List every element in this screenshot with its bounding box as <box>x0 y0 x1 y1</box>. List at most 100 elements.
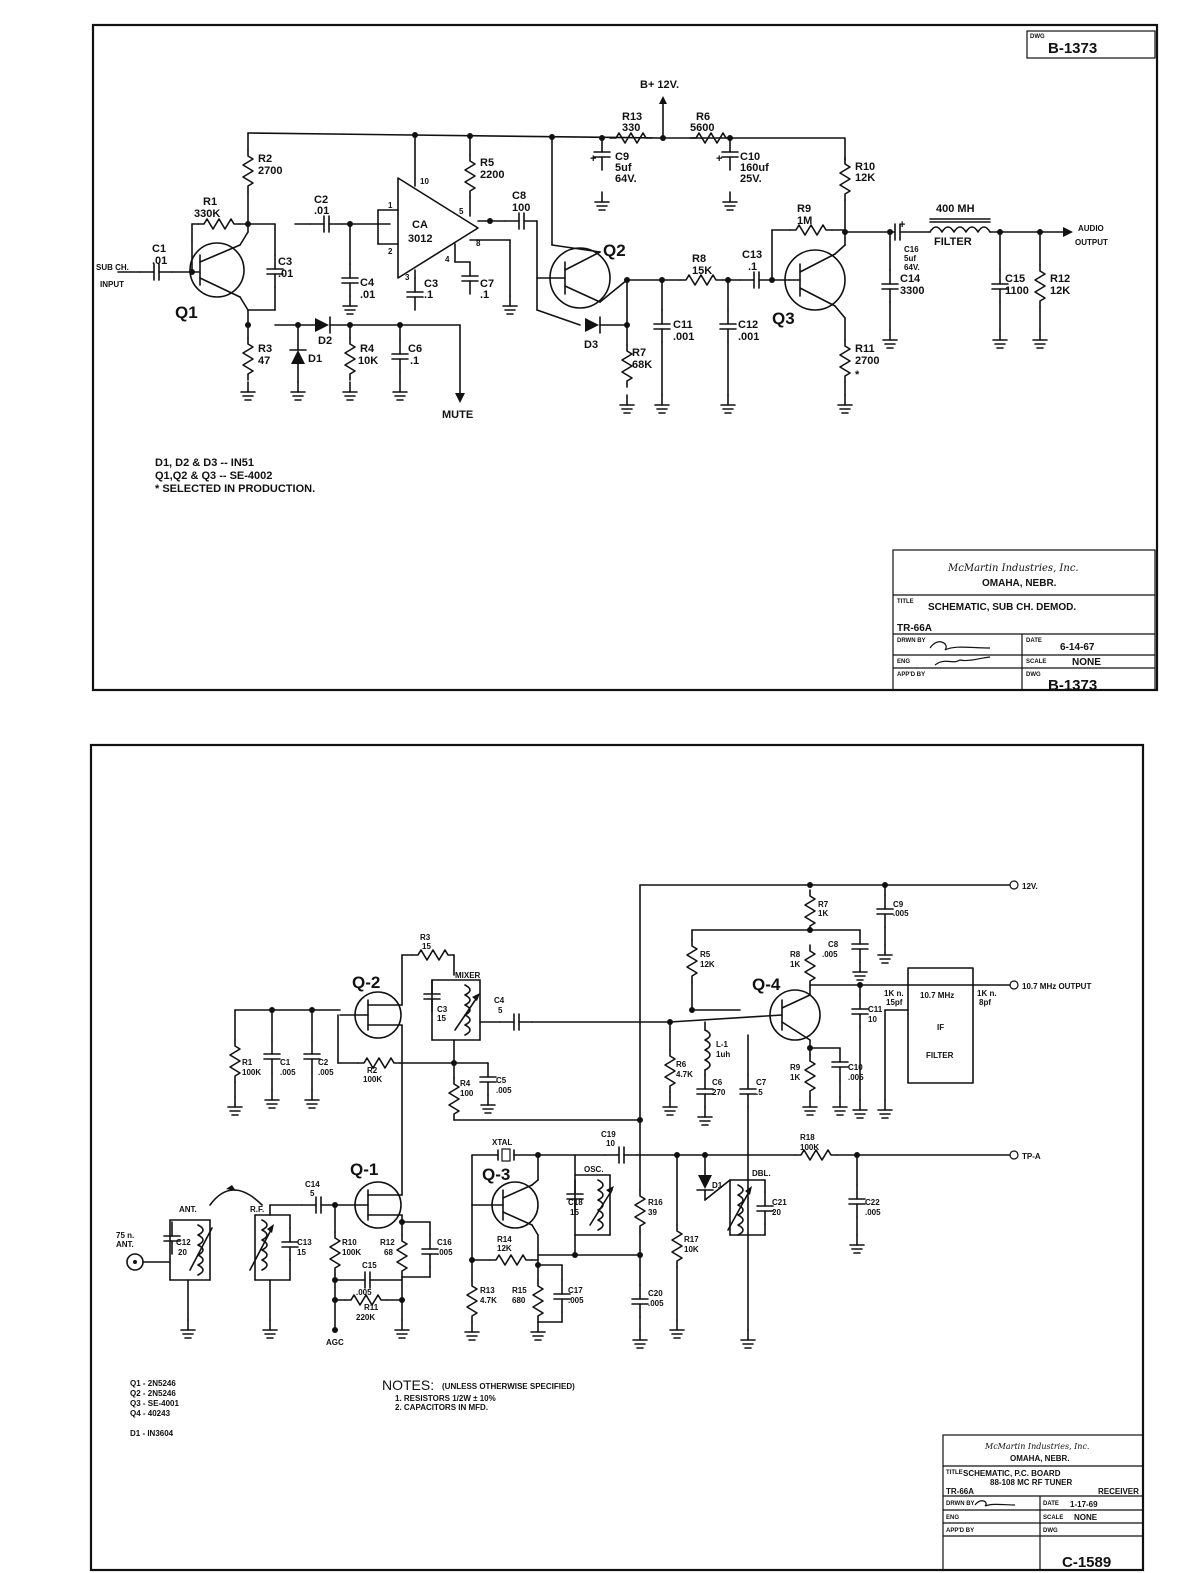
sheet-1-date: 6-14-67 <box>1060 642 1095 653</box>
svg-text:C1: C1 <box>280 1058 291 1067</box>
svg-text:100K: 100K <box>800 1143 819 1152</box>
svg-text:10K: 10K <box>684 1245 699 1254</box>
svg-text:R14: R14 <box>497 1235 512 1244</box>
svg-text:10: 10 <box>606 1139 615 1148</box>
svg-text:1M: 1M <box>797 215 812 227</box>
svg-text:C9: C9 <box>893 900 904 909</box>
svg-text:C5: C5 <box>496 1076 507 1085</box>
svg-text:20: 20 <box>772 1208 781 1217</box>
svg-text:SCALE: SCALE <box>1026 659 1046 665</box>
svg-text:C17: C17 <box>568 1286 583 1295</box>
svg-text:FILTER: FILTER <box>926 1051 954 1060</box>
svg-text:D3: D3 <box>584 339 598 351</box>
svg-text:8: 8 <box>476 239 481 248</box>
svg-text:+: + <box>590 153 596 165</box>
part-d1: D1 - IN3604 <box>130 1429 174 1438</box>
svg-text:.005: .005 <box>318 1068 334 1077</box>
svg-text:2200: 2200 <box>480 169 504 181</box>
svg-text:ENG: ENG <box>946 1515 959 1521</box>
svg-text:.1: .1 <box>424 289 433 301</box>
sub-ch-input-label: SUB CH. <box>96 263 129 272</box>
sheet-1-title-block: McMartin Industries, Inc. OMAHA, NEBR. T… <box>892 549 1156 694</box>
svg-text:DWG: DWG <box>1026 672 1041 678</box>
svg-text:5uf: 5uf <box>615 162 632 174</box>
sheet-1-border <box>91 23 1159 692</box>
sheet-2-title-block: McMartin Industries, Inc. OMAHA, NEBR. T… <box>942 1434 1144 1571</box>
q3-osc-label: Q-3 <box>482 1165 510 1184</box>
svg-text:20: 20 <box>178 1248 187 1257</box>
svg-text:1K: 1K <box>790 960 800 969</box>
r13-value: 330 <box>622 122 640 134</box>
svg-text:C22: C22 <box>865 1198 880 1207</box>
svg-text:R8: R8 <box>692 253 706 265</box>
part-q2: Q2 - 2N5246 <box>130 1389 176 1398</box>
svg-text:64V.: 64V. <box>904 263 920 272</box>
svg-text:ANT.: ANT. <box>179 1205 197 1214</box>
svg-text:NONE: NONE <box>1074 1513 1098 1522</box>
svg-text:R1: R1 <box>242 1058 253 1067</box>
svg-text:C9: C9 <box>615 151 629 163</box>
svg-text:.005: .005 <box>848 1073 864 1082</box>
svg-text:DRWN BY: DRWN BY <box>946 1501 975 1507</box>
svg-text:C2: C2 <box>314 194 328 206</box>
q4-label: Q-4 <box>752 975 781 994</box>
svg-text:CA: CA <box>412 219 428 231</box>
q3-transistor <box>784 249 846 311</box>
svg-text:C13: C13 <box>297 1238 312 1247</box>
svg-text:C16: C16 <box>437 1238 452 1247</box>
svg-text:25V.: 25V. <box>740 173 762 185</box>
svg-text:IF: IF <box>937 1023 944 1032</box>
svg-text:ENG: ENG <box>897 659 910 665</box>
q2-fet-label: Q-2 <box>352 973 380 992</box>
svg-text:TITLE: TITLE <box>946 1470 963 1476</box>
svg-text:64V.: 64V. <box>615 173 637 185</box>
svg-text:C11: C11 <box>673 319 693 331</box>
svg-text:88-108 MC RF TUNER: 88-108 MC RF TUNER <box>990 1478 1072 1487</box>
svg-text:R9: R9 <box>797 203 811 215</box>
svg-text:4.7K: 4.7K <box>480 1296 497 1305</box>
supply-label: B+ 12V. <box>640 79 679 91</box>
svg-text:D1: D1 <box>712 1181 723 1190</box>
sheet-1-dwg-corner-label: DWG <box>1030 34 1045 40</box>
svg-text:C8: C8 <box>512 190 526 202</box>
svg-text:R2: R2 <box>367 1066 378 1075</box>
svg-text:100K: 100K <box>363 1075 382 1084</box>
svg-text:5: 5 <box>498 1006 503 1015</box>
svg-text:.01: .01 <box>314 205 329 217</box>
svg-text:R2: R2 <box>258 153 272 165</box>
svg-text:.005: .005 <box>865 1208 881 1217</box>
12v-label: 12V. <box>1022 882 1038 891</box>
svg-text:DATE: DATE <box>1026 638 1042 644</box>
svg-text:R13: R13 <box>480 1286 495 1295</box>
svg-text:5uf: 5uf <box>904 254 916 263</box>
svg-text:3: 3 <box>405 273 410 282</box>
svg-text:R16: R16 <box>648 1198 663 1207</box>
svg-text:C21: C21 <box>772 1198 787 1207</box>
svg-text:MIXER: MIXER <box>455 971 481 980</box>
svg-text:R5: R5 <box>700 950 711 959</box>
svg-text:4.7K: 4.7K <box>676 1070 693 1079</box>
svg-text:*: * <box>855 369 860 381</box>
svg-text:OSC.: OSC. <box>584 1165 604 1174</box>
svg-text:FILTER: FILTER <box>934 236 972 248</box>
svg-text:68: 68 <box>384 1248 393 1257</box>
sheet-1-demod: DWG B-1373 B+ 12V. R13 330 R6 5600 + C9 … <box>91 23 1159 694</box>
svg-text:C3: C3 <box>278 256 292 268</box>
svg-text:R5: R5 <box>480 157 494 169</box>
svg-text:100K: 100K <box>242 1068 261 1077</box>
svg-text:3300: 3300 <box>900 285 924 297</box>
svg-text:12K: 12K <box>855 172 875 184</box>
svg-text:.005: .005 <box>822 950 838 959</box>
note-capacitors: 2. CAPACITORS IN MFD. <box>395 1403 488 1412</box>
svg-text:C7: C7 <box>756 1078 767 1087</box>
sheet-1-note-diodes: D1, D2 & D3 -- IN51 <box>155 457 254 469</box>
svg-text:.005: .005 <box>893 909 909 918</box>
sheet-1-dwg-corner-box <box>1026 30 1156 59</box>
q3-label: Q3 <box>772 309 795 328</box>
svg-text:McMartin Industries, Inc.: McMartin Industries, Inc. <box>984 1442 1089 1451</box>
part-q4: Q4 - 40243 <box>130 1409 171 1418</box>
svg-text:1: 1 <box>388 201 393 210</box>
r13-label: R13 <box>622 111 642 123</box>
svg-text:10: 10 <box>420 177 429 186</box>
